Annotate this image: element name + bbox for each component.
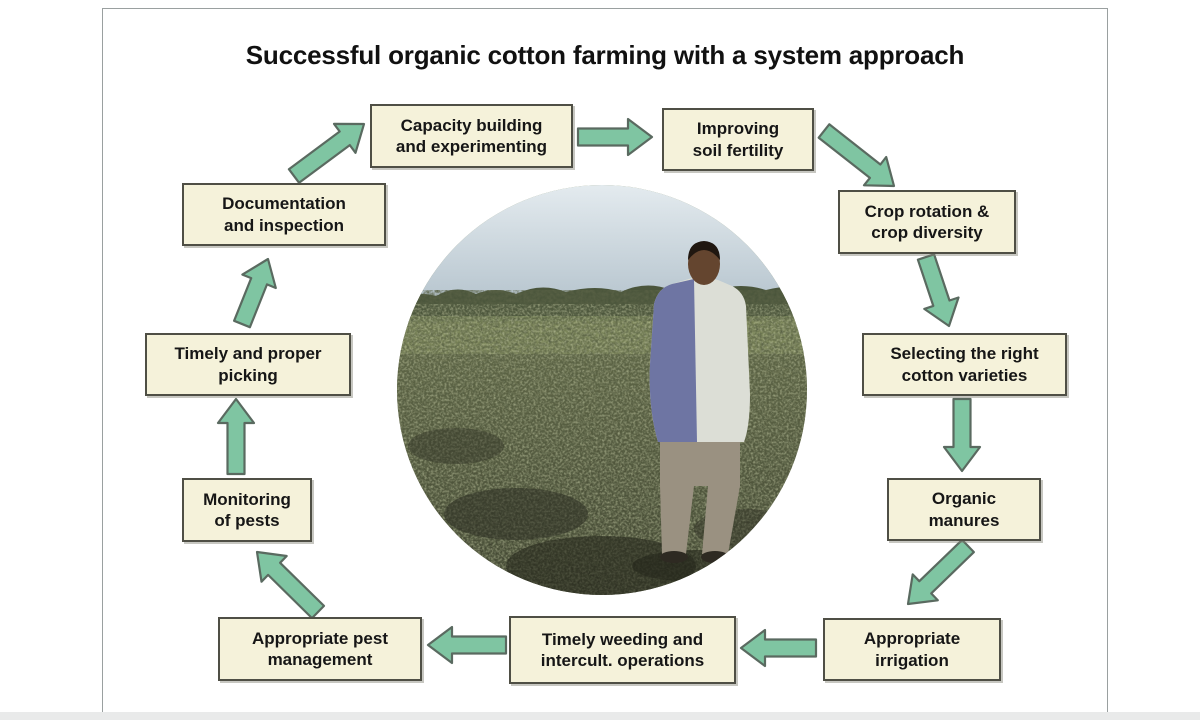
- step-label: picking: [218, 365, 278, 385]
- step-box-monitoring-pests: Monitoring of pests: [182, 478, 312, 542]
- step-label: Timely weeding and: [541, 629, 704, 649]
- step-label: Capacity building: [400, 115, 543, 135]
- farmer: [632, 241, 760, 582]
- step-label: irrigation: [875, 650, 949, 670]
- step-label: Documentation: [222, 194, 346, 214]
- step-label: Monitoring: [203, 489, 291, 509]
- step-label: Timely and proper: [174, 344, 322, 364]
- step-box-timely-picking: Timely and proper picking: [145, 333, 351, 396]
- step-label: Appropriate pest: [251, 628, 389, 648]
- step-label: management: [267, 650, 373, 669]
- step-label: Appropriate: [863, 629, 961, 649]
- step-label: Crop rotation &: [864, 201, 990, 221]
- farmer-field-photo: [397, 185, 807, 595]
- step-label: crop diversity: [871, 223, 983, 242]
- diagram-title: Successful organic cotton farming with a…: [245, 40, 965, 70]
- sky: [397, 185, 807, 296]
- step-box-organic-manures: Organic manures: [887, 478, 1041, 541]
- step-box-selecting-varieties: Selecting the right cotton varieties: [862, 333, 1067, 396]
- step-label: Selecting the right: [890, 344, 1039, 364]
- step-box-documentation: Documentation and inspection: [182, 183, 386, 246]
- step-label: cotton varieties: [901, 365, 1028, 385]
- farmer-hair: [688, 241, 720, 260]
- step-label: Organic: [931, 489, 997, 509]
- step-label: manures: [928, 510, 1000, 530]
- step-box-capacity-building: Capacity building and experimenting: [370, 104, 573, 168]
- step-box-timely-weeding: Timely weeding and intercult. operations: [509, 616, 736, 684]
- page-bottom-strip: [0, 712, 1200, 720]
- step-label: soil fertility: [692, 140, 784, 160]
- step-label: and inspection: [224, 215, 344, 235]
- step-box-crop-rotation: Crop rotation & crop diversity: [838, 190, 1016, 254]
- step-box-pest-management: Appropriate pest management: [218, 617, 422, 681]
- step-label: and experimenting: [395, 137, 548, 156]
- step-label: Improving: [696, 119, 780, 139]
- step-box-appropriate-irrigation: Appropriate irrigation: [823, 618, 1001, 681]
- step-label: of pests: [214, 511, 280, 530]
- farmer-pants: [660, 436, 740, 554]
- farmer-shirt-shaded-half: [649, 279, 697, 442]
- farmer-face: [688, 243, 720, 285]
- step-box-improving-soil-fertility: Improving soil fertility: [662, 108, 814, 171]
- step-label: intercult. operations: [540, 651, 705, 670]
